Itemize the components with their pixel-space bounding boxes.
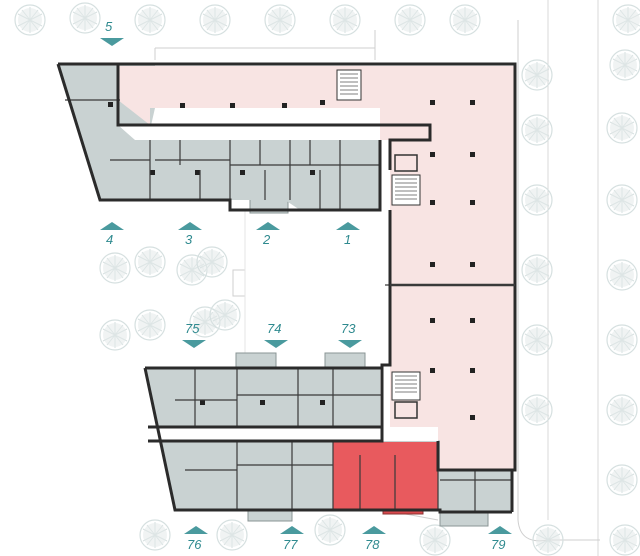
unit-markers [100,38,512,534]
label-2: 2 [262,232,271,247]
label-75: 75 [185,321,200,336]
label-79: 79 [491,537,505,552]
corridors [118,125,438,441]
label-76: 76 [187,537,202,552]
building-outline [56,62,517,514]
marker-76 [184,526,208,534]
label-3: 3 [185,232,193,247]
label-4: 4 [106,232,113,247]
apartment-78[interactable] [333,442,438,510]
marker-2 [256,222,280,230]
marker-75 [182,340,206,348]
marker-4 [100,222,124,230]
unit-labels: 5 4 3 2 1 75 74 73 76 77 78 79 [105,19,505,552]
marker-73 [338,340,362,348]
label-74: 74 [267,321,281,336]
label-78: 78 [365,537,380,552]
structural-columns [108,100,475,420]
marker-1 [336,222,360,230]
marker-79 [488,526,512,534]
marker-3 [178,222,202,230]
marker-74 [264,340,288,348]
label-77: 77 [283,537,298,552]
label-1: 1 [344,232,351,247]
label-73: 73 [341,321,356,336]
marker-77 [280,526,304,534]
label-5: 5 [105,19,113,34]
marker-78 [362,526,386,534]
site-lines [154,0,600,556]
marker-5 [100,38,124,46]
staircases [336,69,421,419]
commercial-space [118,66,515,470]
